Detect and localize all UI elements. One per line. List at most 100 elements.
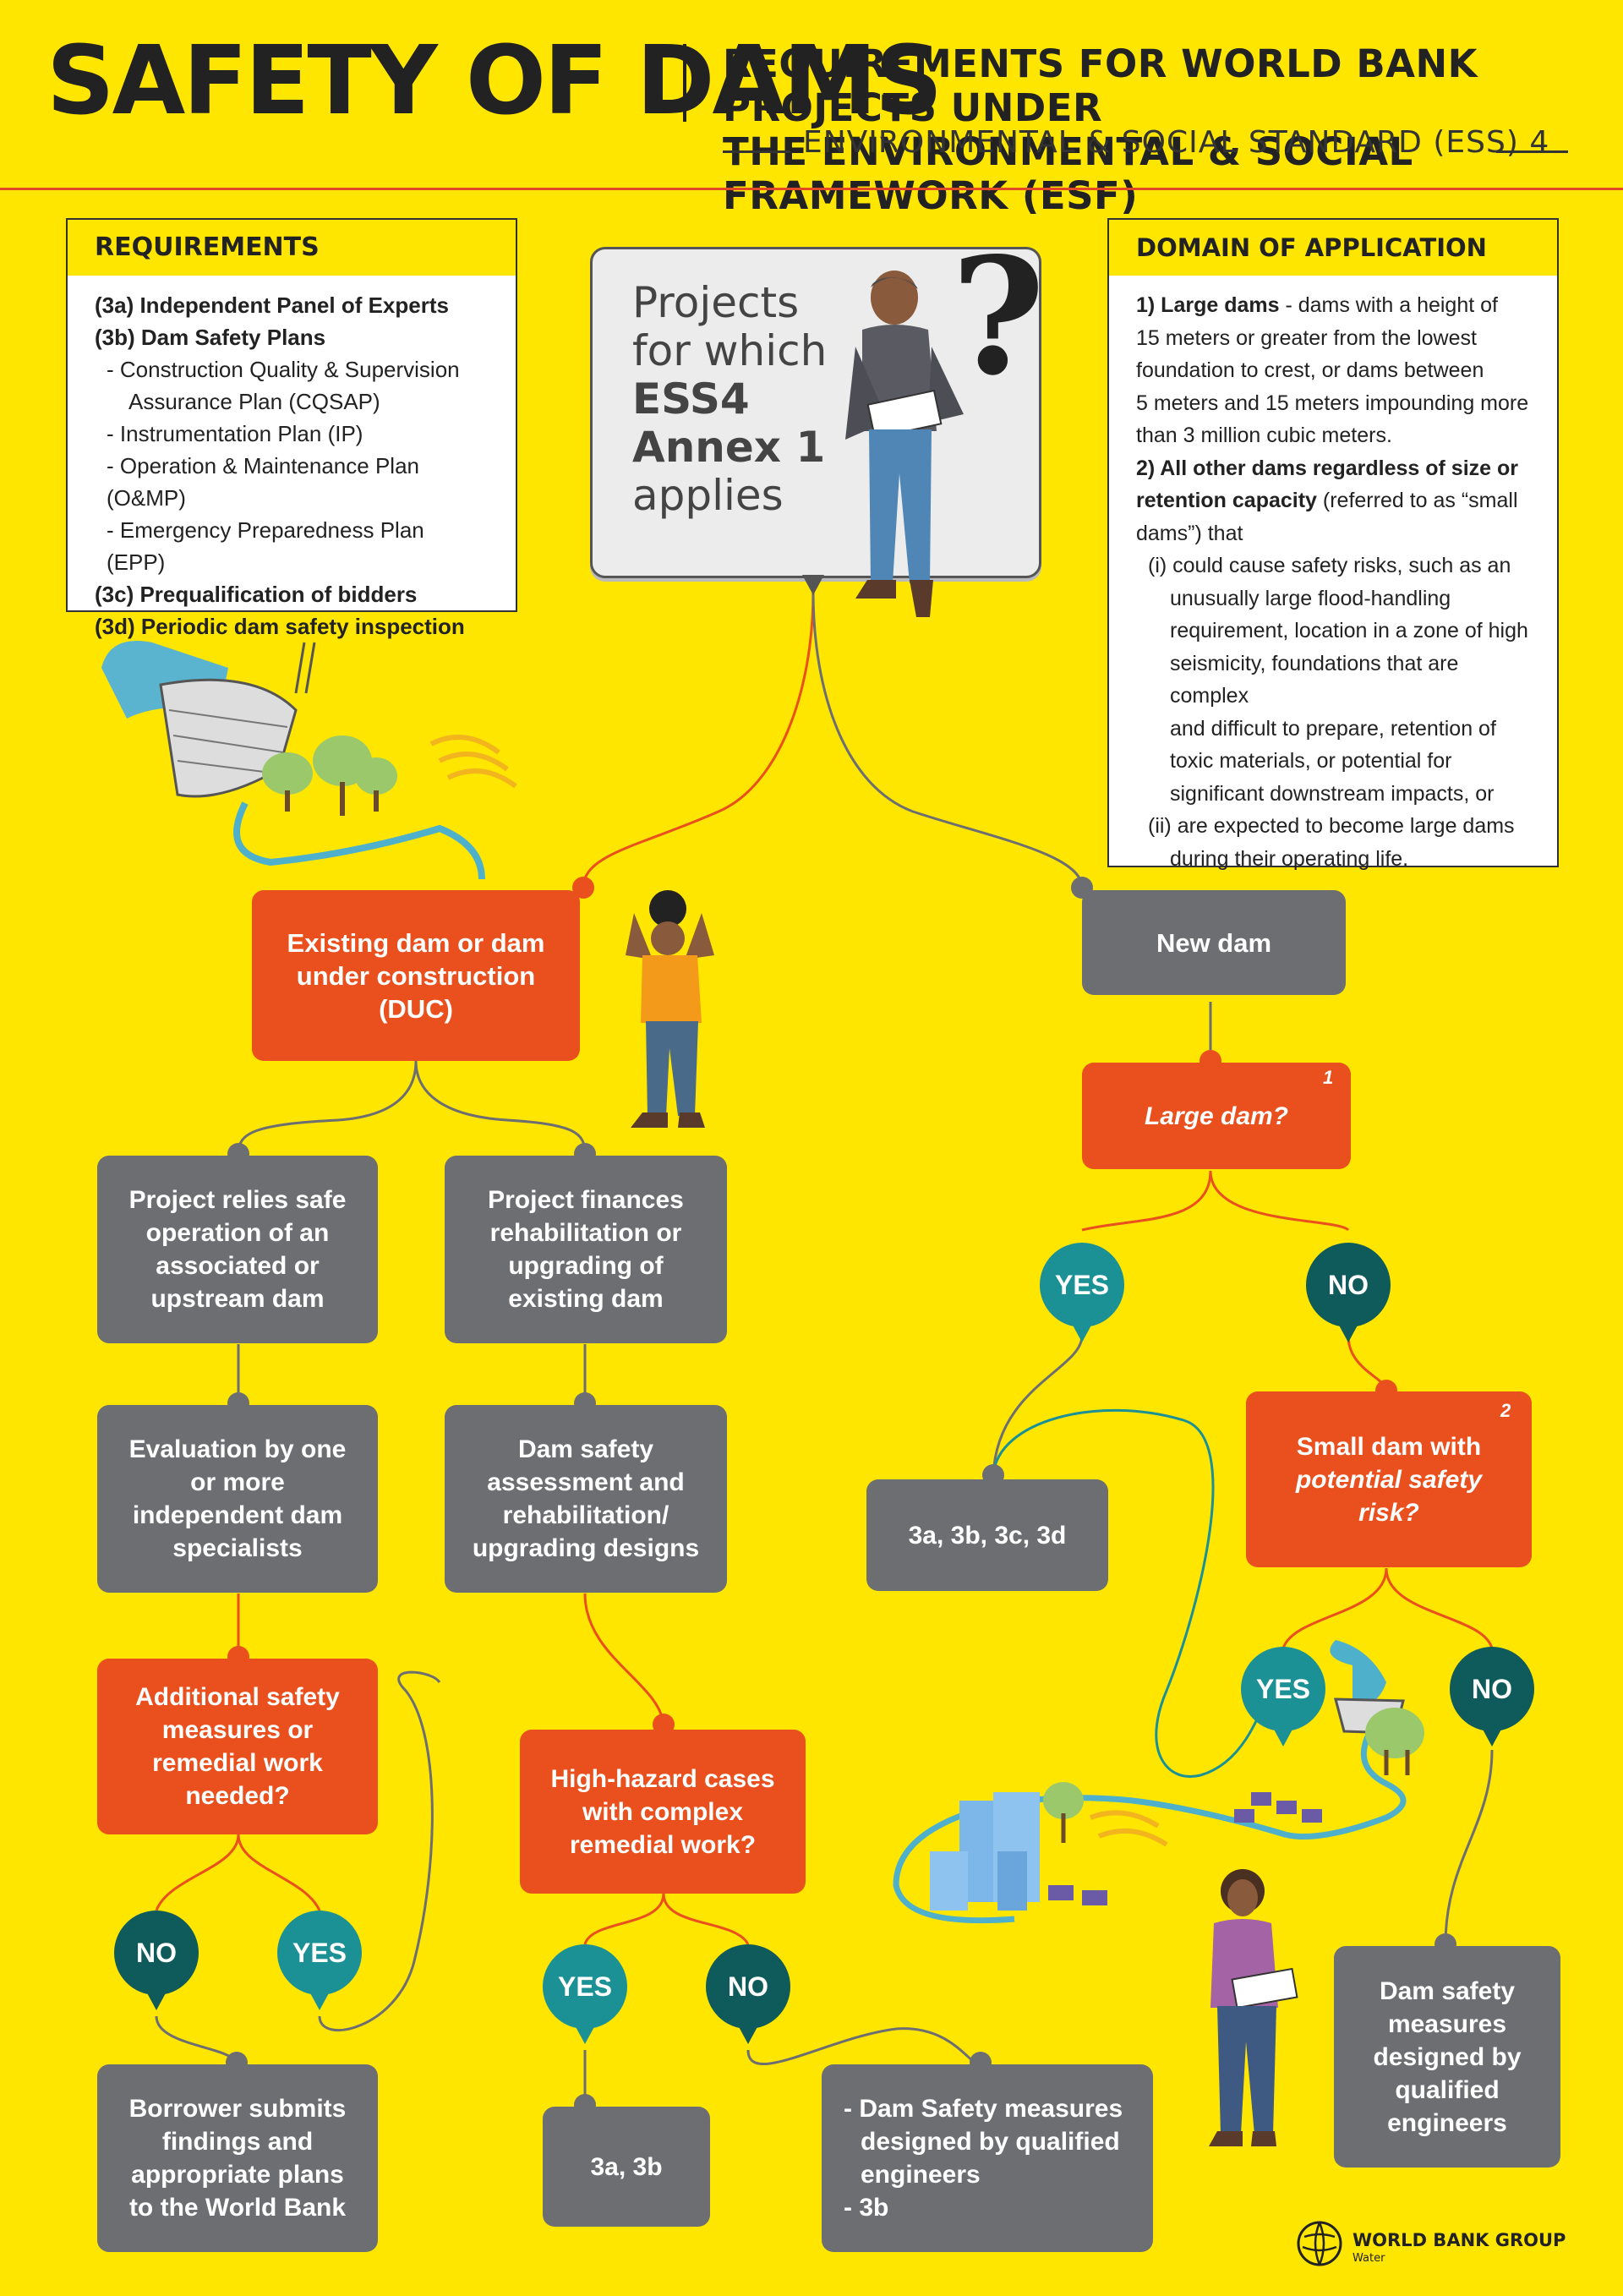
title-divider (683, 44, 686, 122)
domain-panel: DOMAIN OF APPLICATION 1) Large dams - da… (1107, 218, 1559, 871)
hh-no-pointer (737, 2024, 759, 2044)
standard-rule-left (723, 150, 790, 153)
evaluation-box: Evaluation by one or more independent da… (97, 1405, 378, 1593)
connector-dsm (746, 2027, 982, 2065)
requirements-panel: REQUIREMENTS (3a) Independent Panel of E… (66, 218, 517, 639)
hh-no-badge: NO (706, 1944, 790, 2029)
projects-box-pointer (802, 575, 824, 595)
connector-existing (582, 591, 815, 888)
footer-corner (0, 2168, 52, 2296)
dsm-line-3: engineers (861, 2161, 981, 2189)
subtitle-line-2: THE ENVIRONMENTAL & SOCIAL FRAMEWORK (ES… (723, 129, 1413, 218)
connector-large-no (1209, 1170, 1350, 1232)
connector-yes-loop-new (992, 1408, 1287, 1778)
footer-unit-name: Water (1352, 2252, 1385, 2265)
dot-existing (572, 877, 594, 899)
small-dam-line-2: potential safety (1295, 1465, 1483, 1494)
requirement-3d: (3d) Periodic dam safety inspection (95, 614, 465, 639)
small-dam-line-1: Small dam with (1296, 1432, 1482, 1461)
connector-small-yes (1281, 1567, 1388, 1649)
additional-measures-box: Additional safety measures or remedial w… (97, 1659, 378, 1834)
projects-box-text: Projects for which ESS4 Annex 1 applies (632, 279, 827, 520)
requirement-cqsap-cont: Assurance Plan (CQSAP) (128, 389, 380, 414)
domain-other-label-1: 2) All other dams regardless of size or (1136, 456, 1518, 480)
small-yes-badge: YES (1241, 1647, 1325, 1731)
connector-additional-yes (237, 1834, 321, 1911)
domain-large-label: 1) Large dams (1136, 293, 1280, 317)
projects-line-1: Projects (632, 278, 800, 327)
requirement-ip: - Instrumentation Plan (IP) (107, 421, 363, 446)
requirement-3a: (3a) Independent Panel of Experts (95, 292, 449, 318)
assessment-box: Dam safety assessment and rehabilitation… (445, 1405, 727, 1593)
domain-large-text-5: than 3 million cubic meters. (1136, 424, 1392, 447)
connector-small-no (1385, 1567, 1494, 1649)
large-no-badge: NO (1306, 1243, 1391, 1327)
small-dam-box: Small dam with potential safety risk? (1246, 1391, 1532, 1567)
additional-no-pointer (145, 1990, 167, 2010)
domain-criterion-i-3: requirement, location in a zone of high (1170, 619, 1528, 642)
domain-heading: DOMAIN OF APPLICATION (1109, 220, 1557, 276)
domain-criterion-i-5: and difficult to prepare, retention of (1170, 716, 1496, 741)
small-no-pointer (1481, 1726, 1503, 1747)
small-no-badge: NO (1450, 1647, 1534, 1731)
connector-relies (237, 1060, 418, 1155)
connector-additional-no (155, 1834, 240, 1911)
projects-line-5: applies (632, 471, 784, 520)
man-reading-icon (845, 271, 964, 617)
requirement-epp: - Emergency Preparedness Plan (EPP) (107, 517, 424, 575)
requirement-cqsap: - Construction Quality & Supervision (107, 357, 460, 382)
domain-criterion-ii-2: during their operating life. (1170, 846, 1409, 871)
requirements-heading: REQUIREMENTS (68, 220, 516, 276)
connector-finances (414, 1060, 587, 1155)
domain-large-text-1: - dams with a height of (1279, 293, 1498, 317)
dsm-line-1: - Dam Safety measures (844, 2095, 1123, 2123)
existing-dam-box: Existing dam or dam under construction (… (252, 890, 580, 1061)
page-subtitle: REQUIREMENTS FOR WORLD BANK PROJECTS UND… (723, 42, 1623, 218)
small-dam-line-3: risk? (1358, 1498, 1419, 1527)
large-yes-pointer (1071, 1322, 1093, 1342)
connector-large-yes (1081, 1170, 1212, 1232)
domain-criterion-ii-1: (ii) are expected to become large dams (1148, 814, 1515, 838)
requirement-3c: (3c) Prequalification of bidders (95, 582, 418, 607)
domain-criterion-i-1: (i) could cause safety risks, such as an (1148, 554, 1511, 577)
dsm-line-4: - 3b (844, 2194, 889, 2222)
domain-other-text-2: dams”) that (1136, 521, 1243, 545)
designed-by-engineers-box: Dam safety measures designed by qualifie… (1334, 1946, 1560, 2168)
photographer-icon (626, 890, 714, 1128)
high-hazard-box: High-hazard cases with complex remedial … (520, 1730, 806, 1894)
footer-logo-panel (1238, 2196, 1623, 2296)
connector-hh-no (662, 1893, 750, 1945)
small-dam-footnote: 2 (1500, 1400, 1511, 1421)
domain-criterion-i-7: significant downstream impacts, or (1170, 781, 1495, 806)
globe-icon (1297, 2221, 1342, 2266)
relies-box: Project relies safe operation of an asso… (97, 1156, 378, 1343)
projects-line-2: for which (632, 326, 828, 375)
dsm-line-2: designed by qualified (861, 2128, 1120, 2156)
requirement-3b: (3b) Dam Safety Plans (95, 325, 326, 350)
requirements-list: (3a) Independent Panel of Experts (3b) D… (68, 276, 516, 656)
dam-landscape-icon (101, 641, 517, 879)
domain-large-text-3: foundation to crest, or dams between (1136, 358, 1484, 382)
city-river-icon (893, 1640, 1424, 1924)
req-3a3b-box: 3a, 3b (543, 2107, 710, 2227)
standard-rule-right (1496, 150, 1568, 153)
projects-line-4: Annex 1 (632, 423, 826, 472)
domain-criterion-i-4: seismicity, foundations that are complex (1170, 651, 1459, 708)
standard-label: ENVIRONMENTAL & SOCIAL STANDARD (ESS) 4 (803, 125, 1550, 160)
connector-all-req (992, 1335, 1084, 1476)
connector-high-hazard (583, 1593, 665, 1725)
domain-other-label-2: retention capacity (1136, 489, 1317, 512)
domain-large-text-4: 5 meters and 15 meters impounding more (1136, 391, 1529, 415)
question-mark-icon: ? (951, 222, 1046, 411)
connector-hh-yes (583, 1893, 665, 1945)
connector-new (812, 591, 1084, 888)
all-requirements-box: 3a, 3b, 3c, 3d (866, 1479, 1108, 1591)
woman-reading-icon (1209, 1869, 1298, 2146)
domain-criterion-i-6: toxic materials, or potential for (1170, 749, 1452, 773)
page-title: SAFETY OF DAMS (46, 26, 943, 136)
additional-no-badge: NO (114, 1911, 199, 1995)
domain-other-text-1: (referred to as “small (1316, 489, 1518, 512)
header-divider (0, 188, 1623, 190)
large-dam-box: Large dam? (1082, 1063, 1351, 1169)
